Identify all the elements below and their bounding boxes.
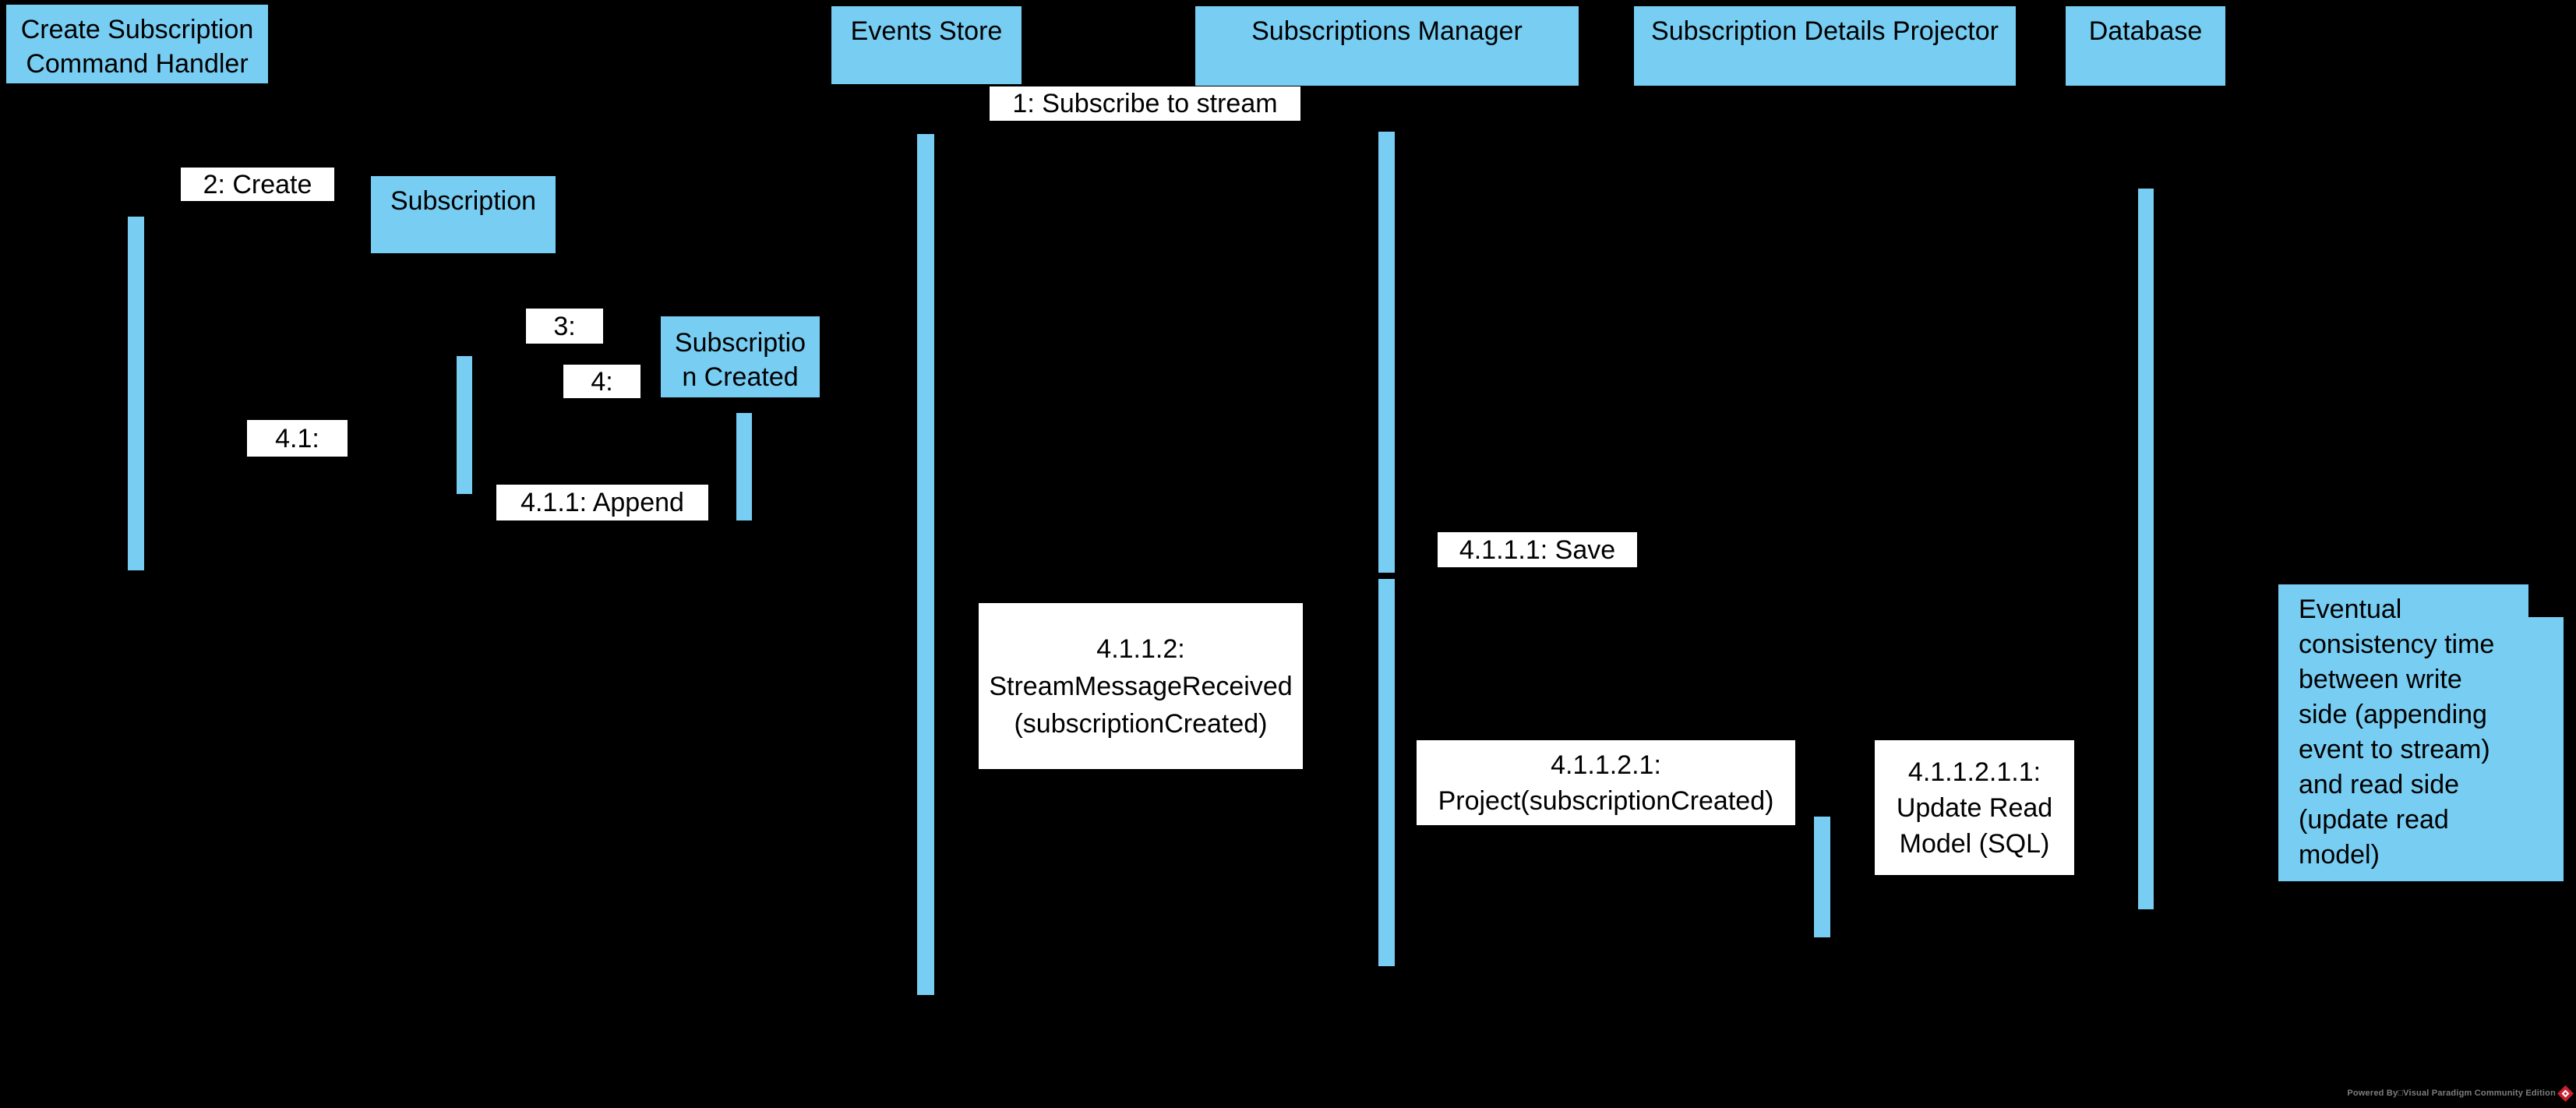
object-subscription: Subscription xyxy=(371,176,556,253)
message-3: 3: xyxy=(526,309,603,344)
message-project-subscription-created: 4.1.1.2.1: Project(subscriptionCreated) xyxy=(1417,740,1795,825)
activation-bar-subscriptions-manager-1 xyxy=(1378,132,1395,573)
activation-bar-events-store xyxy=(917,134,934,995)
lifeline-database: Database xyxy=(2066,6,2225,86)
message-update-read-model: 4.1.1.2.1.1: Update Read Model (SQL) xyxy=(1875,740,2074,875)
activation-bar-command-handler xyxy=(128,217,144,570)
lifeline-subscription-details-projector: Subscription Details Projector xyxy=(1634,6,2016,86)
message-save: 4.1.1.1: Save xyxy=(1438,532,1637,567)
message-4: 4: xyxy=(563,365,640,398)
lifeline-subscriptions-manager: Subscriptions Manager xyxy=(1195,6,1579,86)
message-create: 2: Create xyxy=(181,168,334,201)
vp-attribution: Powered By□Visual Paradigm Community Edi… xyxy=(2347,1083,2574,1103)
activation-bar-subscription-created xyxy=(736,413,752,520)
vp-attribution-text: Powered By□Visual Paradigm Community Edi… xyxy=(2347,1089,2556,1098)
message-subscribe-to-stream: 1: Subscribe to stream xyxy=(990,86,1300,121)
object-subscription-created: Subscriptio n Created xyxy=(661,316,820,397)
message-stream-message-received: 4.1.1.2: StreamMessageReceived (subscrip… xyxy=(979,603,1303,769)
visual-paradigm-logo-icon xyxy=(2557,1085,2574,1102)
activation-bar-subscriptions-manager-2 xyxy=(1378,579,1395,966)
lifeline-events-store: Events Store xyxy=(831,6,1022,84)
note-eventual-consistency: Eventual consistency time between write … xyxy=(2278,584,2564,881)
activation-bar-subscription-details-projector xyxy=(1814,817,1830,937)
activation-bar-subscription xyxy=(457,356,472,494)
message-4-1: 4.1: xyxy=(247,420,348,457)
activation-bar-database xyxy=(2138,189,2154,909)
message-append: 4.1.1: Append xyxy=(496,485,708,520)
lifeline-create-subscription-command-handler: Create Subscription Command Handler xyxy=(6,5,268,83)
